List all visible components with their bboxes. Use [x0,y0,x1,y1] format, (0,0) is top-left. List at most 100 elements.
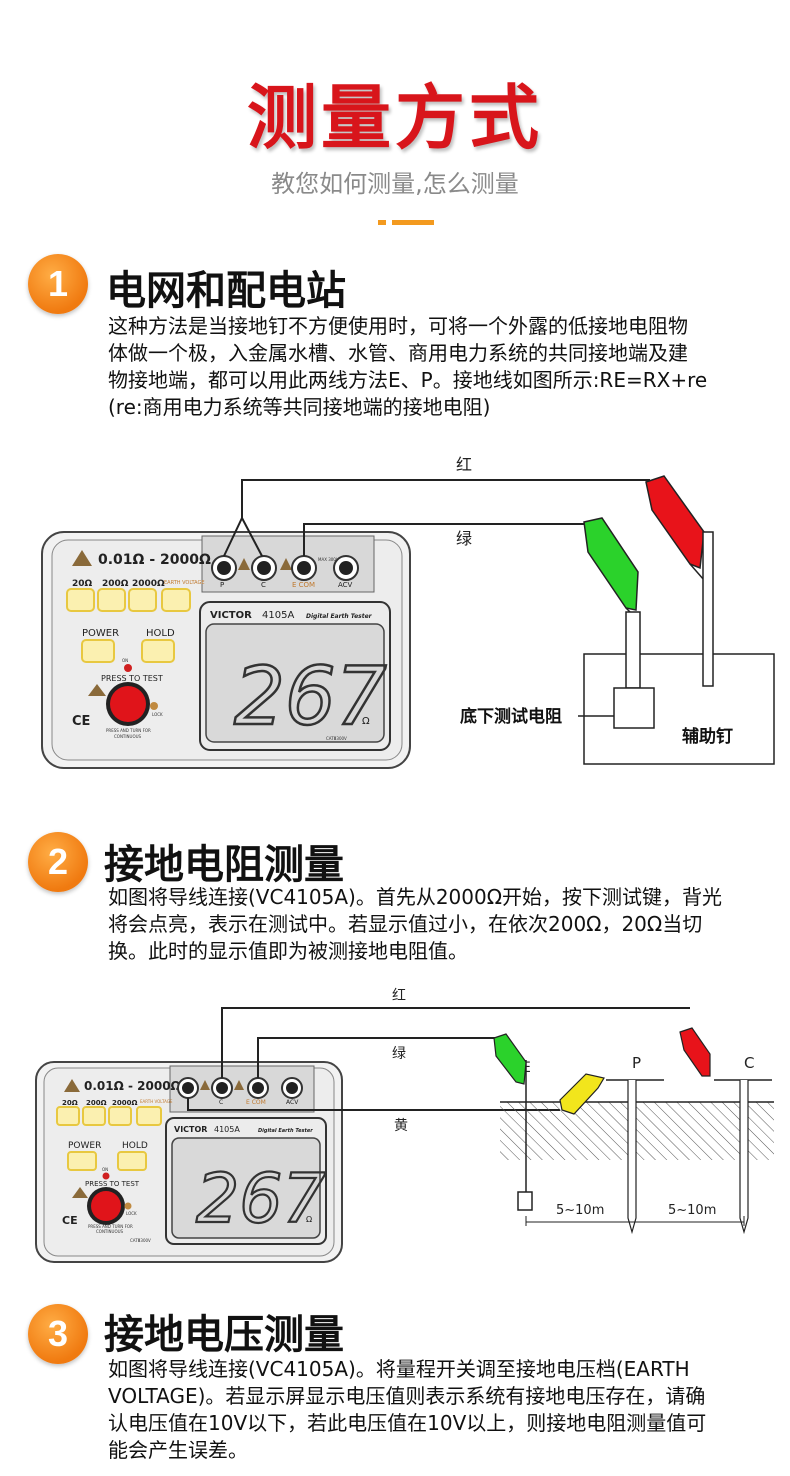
section-1-number-badge: 1 [28,254,88,314]
section-2-title: 接地电阻测量 [104,842,344,888]
max-voltage-label: MAX 300V [318,557,339,562]
section-2-line: 换。此时的显示值即为被测接地电阻值。 [108,939,468,963]
wire-green-label: 绿 [456,529,472,548]
resistor-label: 底下测试电阻 [460,706,562,727]
press-to-test-label: PRESS TO TEST [85,1180,140,1188]
section-2-body: 如图将导线连接(VC4105A)。首先从2000Ω开始，按下测试键，背光 将会点… [108,884,768,965]
lcd-value: 267 [234,650,387,743]
aux-spike-label: 辅助钉 [682,726,733,747]
power-button[interactable] [81,639,115,663]
section-1-line: 物接地端，都可以用此两线方法E、P。接地线如图所示:RE=RX+re [108,368,708,392]
spike-e-label: E [522,1060,531,1076]
section-1-title: 电网和配电站 [106,268,346,314]
range-20: 20Ω [72,579,93,589]
spike-c [739,1080,749,1235]
range-200: 200Ω [86,1099,107,1107]
lcd-value: 267 [196,1160,326,1239]
range-200: 200Ω [102,579,129,589]
range-label: 0.01Ω - 2000Ω [84,1079,181,1093]
spike-p [627,1080,637,1235]
range-button-20[interactable] [56,1106,80,1126]
hold-label: HOLD [122,1141,148,1151]
accent-dash-long [392,220,434,225]
section-1-line: (re:商用电力系统等共同接地端的接地电阻) [108,395,491,419]
range-label: 0.01Ω - 2000Ω [98,552,211,568]
terminal-e-com[interactable] [291,555,317,581]
lcd-unit: Ω [306,1215,312,1224]
range-2000: 2000Ω [112,1099,137,1107]
terminal-c[interactable] [247,1077,269,1099]
terminal-c[interactable] [251,555,277,581]
continuous-label: CONTINUOUS [96,1229,124,1234]
ground-box [583,653,775,765]
green-alligator-clip [583,517,639,619]
lock-indicator [124,1202,132,1210]
section-3-title: 接地电压测量 [104,1312,344,1358]
lock-label: LOCK [126,1211,137,1216]
distance-label-1: 5~10m [556,1203,604,1218]
red-alligator-clip [645,475,705,581]
press-to-test-label: PRESS TO TEST [101,674,163,683]
range-button-200[interactable] [97,588,126,612]
range-2000: 2000Ω [132,579,165,589]
section-3-line: 能会产生误差。 [108,1438,248,1462]
power-button[interactable] [67,1151,97,1171]
section-1-line: 这种方法是当接地钉不方便使用时，可将一个外露的低接地电阻物 [108,314,688,338]
range-button-200[interactable] [82,1106,106,1126]
diagram-two-wire: 0.01Ω - 2000Ω 20Ω 200Ω 2000Ω EARTH VOLTA… [41,455,775,769]
section-3-number-badge: 3 [28,1304,88,1364]
cat-label: CATⅢ300V [326,736,347,741]
terminal-e-com[interactable] [177,1077,199,1099]
earth-tester-meter: 0.01Ω - 2000Ω 20Ω 200Ω 2000Ω EARTH VOLTA… [41,531,411,769]
page-title: 测量方式 [247,77,543,159]
section-2-line: 将会点亮，表示在测试中。若显示值过小，在依次200Ω，20Ω当切 [108,912,703,936]
yellow-alligator-clip [559,1073,605,1115]
terminal-p[interactable] [211,555,237,581]
brand-logo: VICTOR [210,610,252,621]
terminal-c-label: C [219,1099,223,1106]
continuous-label: CONTINUOUS [114,734,142,739]
ce-mark: CE [72,714,90,729]
page-subtitle: 教您如何测量,怎么测量 [271,170,519,198]
ce-mark: CE [62,1214,78,1227]
terminal-acv[interactable] [281,1077,303,1099]
wire-green-label: 绿 [392,1046,406,1062]
section-2-number-badge: 2 [28,832,88,892]
test-knob[interactable] [91,1191,121,1221]
range-button-20[interactable] [66,588,95,612]
range-button-earth-voltage[interactable] [136,1106,162,1126]
warning-triangle-icon [280,558,292,570]
warning-triangle-icon [72,550,92,566]
hold-button[interactable] [117,1151,147,1171]
range-button-2000[interactable] [108,1106,132,1126]
terminal-acv[interactable] [333,555,359,581]
range-button-2000[interactable] [128,588,157,612]
spike-c-label: C [744,1054,754,1072]
red-alligator-clip [679,1027,711,1077]
lcd-display [205,623,385,743]
range-earth-voltage: EARTH VOLTAGE [140,1099,173,1104]
turn-label: PRESS AND TURN FOR [106,728,151,733]
test-electrode-rod [625,611,641,689]
turn-label: PRESS AND TURN FOR [88,1224,133,1229]
hold-label: HOLD [146,628,175,639]
section-3-line: VOLTAGE)。若显示屏显示电压值则表示系统有接地电压存在，请确 [108,1384,706,1408]
model-label: 4105A [262,610,294,621]
terminal-e-com-label: E COM [246,1099,266,1106]
range-button-earth-voltage[interactable] [161,588,191,612]
diagram-three-wire: 0.01Ω - 2000Ω 20Ω 200Ω 2000Ω EARTH VOLTA… [35,988,774,1263]
accent-dash-short [378,220,386,225]
terminal-acv-label: ACV [338,581,353,589]
warning-triangle-icon [72,1187,88,1198]
terminal-p[interactable] [211,1077,233,1099]
cat-label: CATⅢ300V [130,1238,151,1243]
warning-triangle-icon [200,1080,210,1090]
test-knob[interactable] [110,686,146,722]
test-indicator-led [124,664,132,672]
model-label: 4105A [214,1125,240,1134]
hold-button[interactable] [141,639,175,663]
on-label: ON [122,658,128,663]
wire-red [221,1007,690,1078]
lcd-display [171,1137,321,1239]
earth-tester-meter: 0.01Ω - 2000Ω 20Ω 200Ω 2000Ω EARTH VOLTA… [35,1061,343,1263]
